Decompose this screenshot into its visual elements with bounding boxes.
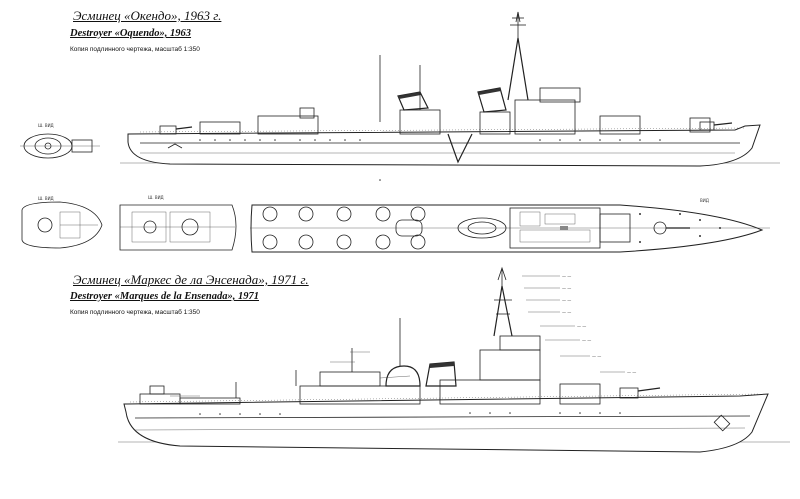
oquendo-profile-view xyxy=(120,11,780,181)
svg-text:— —: — — xyxy=(627,370,636,375)
ensenada-profile-view: — — — — — — — — — — — — — — — — xyxy=(118,266,790,453)
svg-text:Ш. ВИД: Ш. ВИД xyxy=(148,195,164,200)
drawing2-title-en: Destroyer «Marques de la Ensenada», 1971 xyxy=(70,291,260,302)
svg-text:— —: — — xyxy=(562,286,571,291)
drawing2-scale-note: Копия подлинного чертежа, масштаб 1:350 xyxy=(70,309,200,316)
svg-text:ВИД: ВИД xyxy=(700,198,709,203)
svg-text:— —: — — xyxy=(582,338,591,343)
svg-text:— —: — — xyxy=(562,274,571,279)
svg-text:Ш. ВИД: Ш. ВИД xyxy=(38,196,54,201)
svg-text:— —: — — xyxy=(577,324,586,329)
oquendo-detail-view-deck: Ш. ВИД xyxy=(119,195,237,251)
drawing1-scale-note: Копия подлинного чертежа, масштаб 1:350 xyxy=(70,46,200,53)
oquendo-detail-view-top: Ш. ВИД xyxy=(20,123,100,159)
oquendo-detail-view-bridge: Ш. ВИД xyxy=(21,196,103,249)
svg-text:— —: — — xyxy=(562,310,571,315)
oquendo-plan-view: ВИД xyxy=(250,198,770,253)
svg-text:— —: — — xyxy=(592,354,601,359)
drawing1-title-ru: Эсминец «Окендо», 1963 г. xyxy=(73,8,222,23)
drawing1-title-en: Destroyer «Oquendo», 1963 xyxy=(70,28,192,39)
svg-text:— —: — — xyxy=(562,298,571,303)
drawing2-title-ru: Эсминец «Маркес де ла Энсенада», 1971 г. xyxy=(73,272,309,287)
svg-text:Ш. ВИД: Ш. ВИД xyxy=(38,123,54,128)
